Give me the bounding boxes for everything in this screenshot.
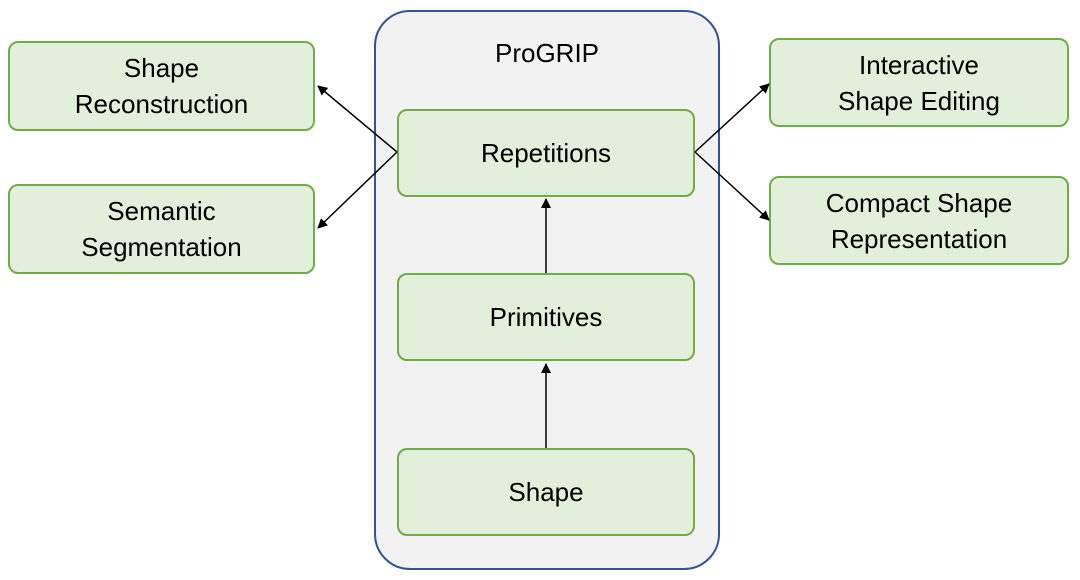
node-label-line: Interactive: [859, 49, 979, 80]
node-primitives: Primitives: [397, 273, 695, 361]
node-label: Primitives: [489, 302, 603, 332]
container-title: ProGRIP: [494, 38, 600, 68]
node-compact-shape-representation: Compact Shape Representation: [769, 176, 1069, 265]
node-label-line: Reconstruction: [74, 89, 249, 119]
node-label-line: Segmentation: [81, 232, 242, 262]
node-repetitions: Repetitions: [397, 109, 695, 197]
node-label-line: Shape Editing: [838, 85, 1000, 116]
node-label-line: Semantic: [107, 196, 216, 226]
node-label: Shape: [508, 477, 584, 507]
node-label-line: Compact Shape: [825, 187, 1013, 218]
node-shape: Shape: [397, 448, 695, 536]
node-label: Repetitions: [480, 138, 612, 168]
node-label-line: Representation: [830, 223, 1008, 254]
node-semantic-segmentation: Semantic Segmentation: [8, 184, 315, 274]
node-shape-reconstruction: Shape Reconstruction: [8, 41, 315, 131]
node-label-line: Shape: [123, 53, 200, 83]
node-interactive-shape-editing: Interactive Shape Editing: [769, 38, 1069, 127]
